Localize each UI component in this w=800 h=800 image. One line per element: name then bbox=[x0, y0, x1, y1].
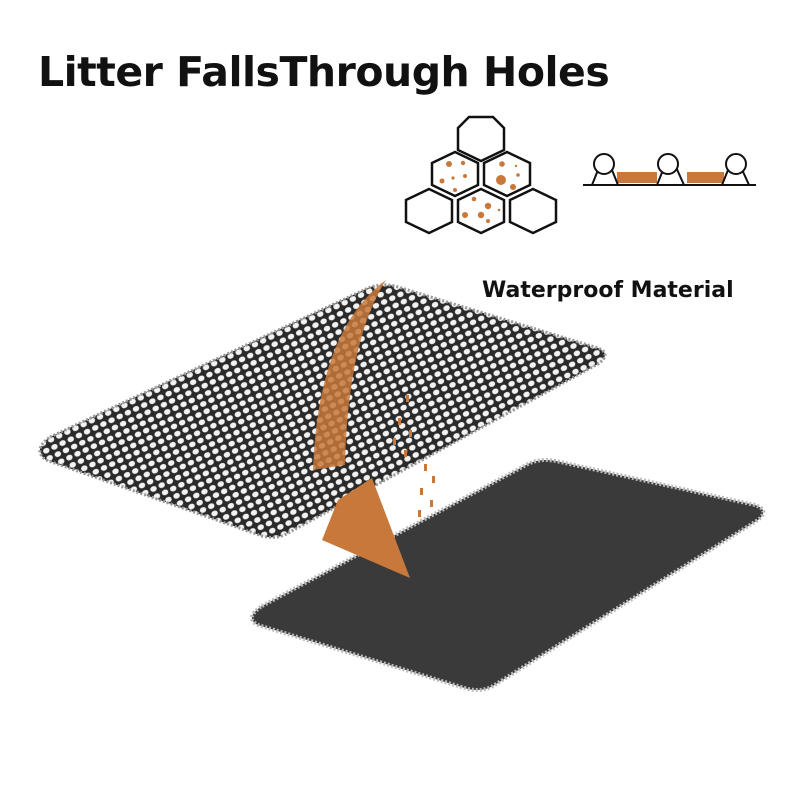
litter-dots bbox=[439, 160, 520, 223]
hexagon-mesh-icon bbox=[404, 115, 558, 235]
falling-litter bbox=[393, 395, 435, 517]
curved-arrow-icon bbox=[313, 280, 410, 578]
waterproof-mat bbox=[250, 458, 766, 692]
headline: Litter FallsThrough Holes bbox=[38, 48, 610, 96]
waterproof-label: Waterproof Material bbox=[482, 278, 734, 303]
mesh-cross-section-icon bbox=[583, 153, 756, 186]
